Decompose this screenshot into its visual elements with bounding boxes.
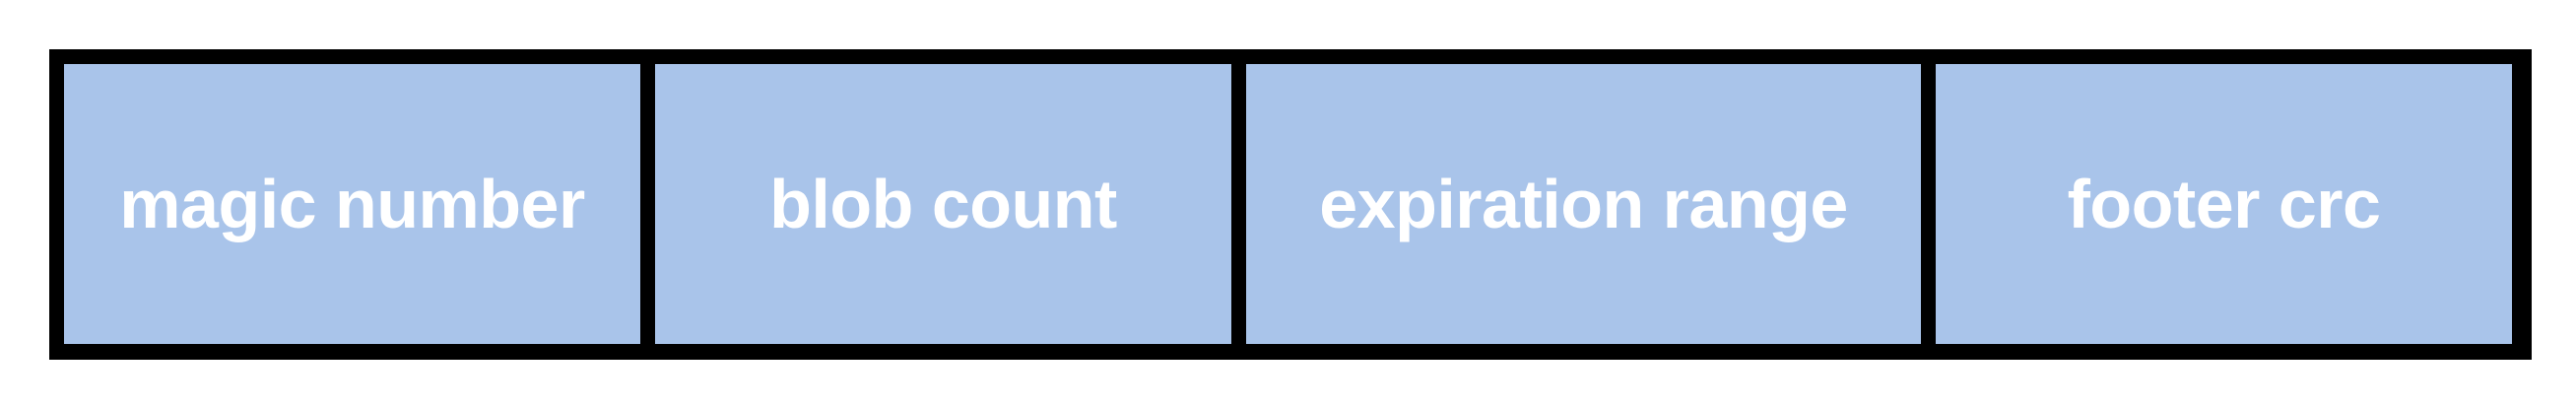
field-magic-number: magic number	[64, 64, 640, 344]
field-expiration-range: expiration range	[1246, 64, 1921, 344]
field-footer-crc: footer crc	[1936, 64, 2512, 344]
layout-diagram: magic number blob count expiration range…	[49, 49, 2532, 360]
field-blob-count: blob count	[655, 64, 1231, 344]
